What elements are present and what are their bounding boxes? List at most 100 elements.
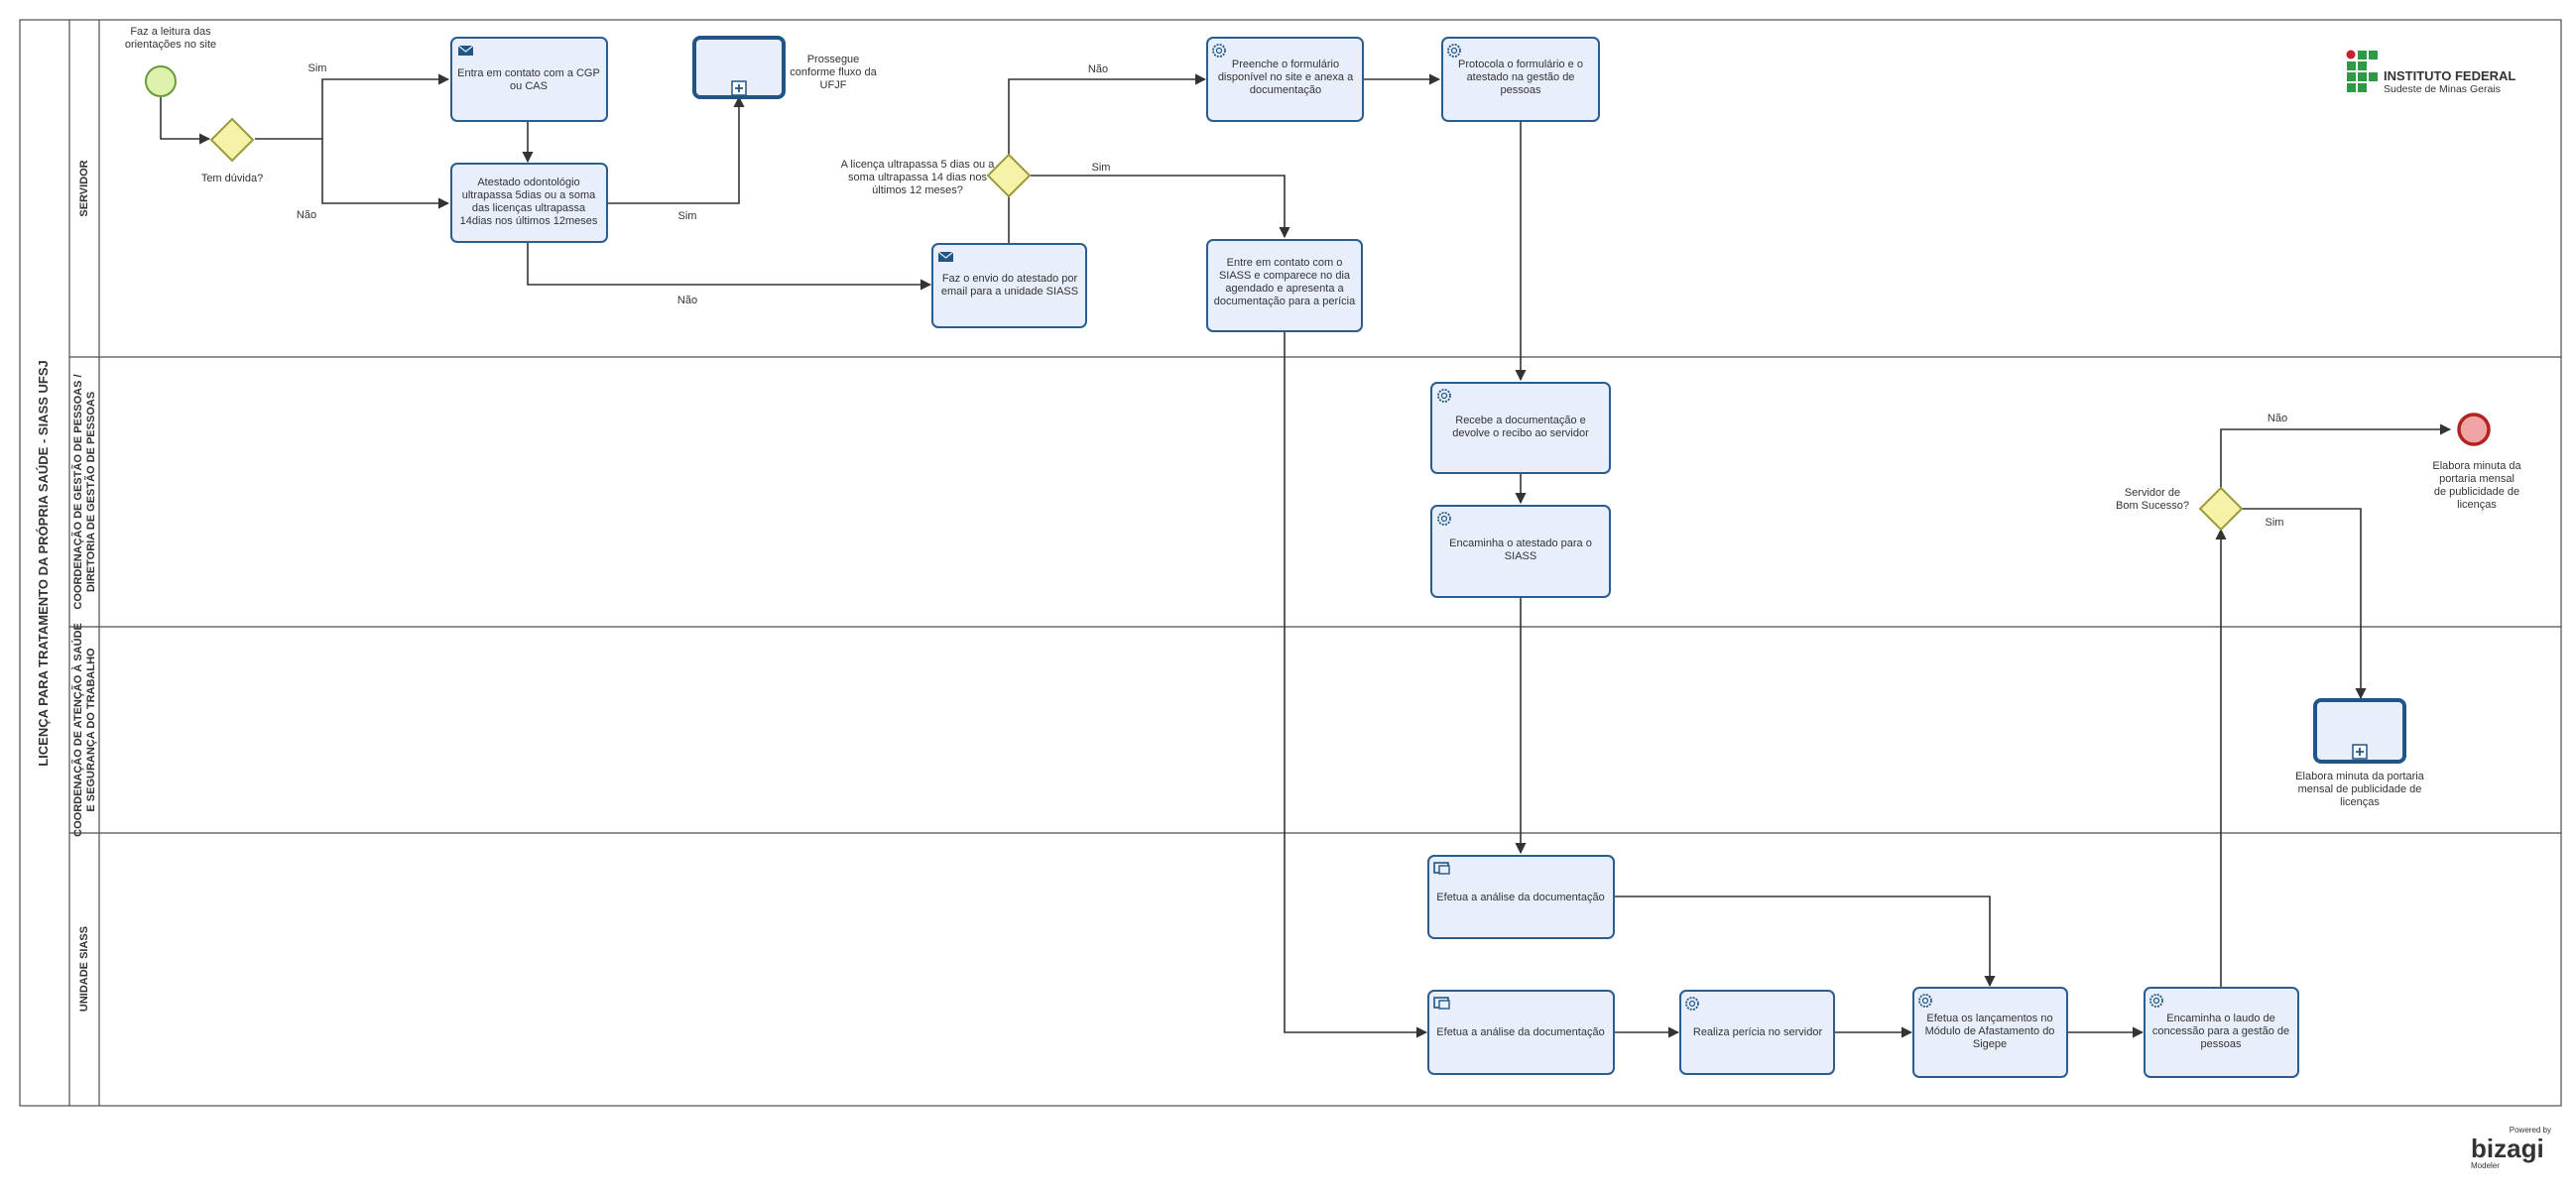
user-task-icon [1433, 997, 1450, 1010]
lane-unidade-siass: UNIDADE SIASS [78, 926, 90, 1012]
task-encaminha-laudo-label-line: pessoas [2201, 1038, 2242, 1050]
start-event [145, 65, 177, 97]
expand-subprocess-icon [731, 80, 747, 96]
envelope-icon [937, 251, 954, 262]
task-encaminha-atestado-label-line: Encaminha o atestado para o [1449, 538, 1592, 549]
institute-logo: INSTITUTO FEDERAL Sudeste de Minas Gerai… [2346, 50, 2515, 95]
task-realiza-pericia-label-line: Realiza perícia no servidor [1693, 1026, 1823, 1038]
task-realiza-pericia[interactable] [1679, 990, 1835, 1075]
bizagi-watermark: Powered by bizagi Modeler [2471, 1126, 2551, 1170]
task-envio-atestado-email[interactable] [931, 243, 1087, 328]
task-atestado-odontologico-label-line: Atestado odontológio [477, 177, 579, 188]
task-atestado-odontologico-label-line: ultrapassa 5dias ou a soma [462, 189, 596, 201]
task-protocola-formulario[interactable] [1441, 37, 1600, 122]
sequence-flows [160, 73, 2452, 1038]
gear-icon [1447, 44, 1461, 58]
flow-label-sim-2-line: Sim [678, 210, 697, 222]
lane-cast-line1: COORDENAÇÃO DE ATENÇÃO À SAÚDE [71, 623, 84, 837]
task-entre-contato-siass[interactable] [1206, 239, 1363, 332]
flow-label-sim-4: Sim [2266, 517, 2284, 529]
subprocess-prossegue-fluxo[interactable] [692, 36, 786, 99]
task-analise-1-label-line: Efetua a análise da documentação [1436, 892, 1604, 903]
logo-green-squares [2347, 51, 2378, 92]
subprocess-elabora-minuta-label-line: licenças [2340, 796, 2380, 808]
task-efetua-lancamentos-label-line: Sigepe [1973, 1038, 2007, 1050]
task-preenche-formulario[interactable] [1206, 37, 1364, 122]
end-event [2457, 413, 2491, 446]
flow-label-nao-4-line: Não [2268, 413, 2287, 424]
end-event-label-line: de publicidade de [2434, 486, 2519, 498]
gateway-licenca-label-line: últimos 12 meses? [872, 184, 963, 196]
task-protocola-formulario-label-line: pessoas [1501, 84, 1541, 96]
task-encaminha-laudo-label-line: Encaminha o laudo de [2166, 1013, 2274, 1024]
flow-label-sim-3: Sim [1092, 162, 1111, 174]
task-preenche-formulario-label-line: disponível no site e anexa a [1218, 71, 1354, 83]
task-recebe-documentacao[interactable] [1430, 382, 1611, 474]
end-event-label-line: licenças [2457, 499, 2497, 511]
task-encaminha-atestado[interactable] [1430, 505, 1611, 598]
pool-title: LICENÇA PARA TRATAMENTO DA PRÓPRIA SAÚDE… [36, 360, 51, 767]
gateway-tem-duvida-label-line: Tem dúvida? [201, 173, 263, 184]
gateway-tem-duvida [209, 117, 255, 163]
task-entra-contato-cgp-label-line: ou CAS [510, 80, 548, 92]
subprocess-elabora-minuta-label-line: Elabora minuta da portaria [2295, 771, 2425, 782]
logo-line2: Sudeste de Minas Gerais [2384, 83, 2501, 95]
end-event-label-line: Elabora minuta da [2432, 460, 2521, 472]
pool: LICENÇA PARA TRATAMENTO DA PRÓPRIA SAÚDE… [19, 19, 2562, 1107]
task-atestado-odontologico[interactable] [450, 163, 608, 243]
gear-icon [1685, 997, 1699, 1011]
user-task-icon [1433, 862, 1450, 875]
flow-label-nao-4: Não [2268, 413, 2287, 424]
flow-label-nao-2-line: Não [677, 295, 697, 306]
end-event-label-line: portaria mensal [2439, 473, 2515, 485]
task-efetua-lancamentos-label-line: Efetua os lançamentos no [1926, 1013, 2052, 1024]
lane-cgp-line2: DIRETORIA DE GESTÃO DE PESSOAS [84, 392, 97, 592]
gateway-bom-sucesso-label-line: Bom Sucesso? [2116, 500, 2189, 512]
lane-cast-line2: E SEGURANÇA DO TRABALHO [85, 648, 97, 812]
start-event-label-line: Faz a leitura das [130, 26, 211, 38]
task-efetua-lancamentos[interactable] [1912, 987, 2068, 1078]
gateway-licenca-label-line: A licença ultrapassa 5 dias ou a [841, 159, 996, 171]
task-analise-documentacao-1[interactable] [1427, 855, 1615, 939]
task-entre-contato-siass-label-line: Entre em contato com o [1227, 257, 1343, 269]
task-entra-contato-cgp-label-line: Entra em contato com a CGP [457, 67, 600, 79]
watermark-brand: bizagi [2471, 1134, 2544, 1163]
task-preenche-formulario-label-line: Preenche o formulário [1232, 59, 1339, 70]
task-encaminha-laudo[interactable] [2144, 987, 2299, 1078]
logo-red-dot [2346, 50, 2356, 60]
watermark-top: Powered by [2510, 1126, 2551, 1135]
task-entre-contato-siass-label-line: documentação para a perícia [1214, 296, 1356, 307]
start-event-label-line: orientações no site [125, 39, 216, 51]
task-analise-documentacao-2[interactable] [1427, 990, 1615, 1075]
subprocess-prossegue-label-line: UFJF [820, 79, 847, 91]
flow-label-nao-3: Não [1088, 63, 1108, 75]
subprocess-elabora-minuta[interactable] [2313, 698, 2406, 764]
task-atestado-odontologico-label-line: 14dias nos últimos 12meses [460, 215, 598, 227]
task-envio-atestado-email-label-line: Faz o envio do atestado por [942, 273, 1078, 285]
subprocess-prossegue-label-line: Prossegue [807, 54, 860, 65]
lane-servidor: SERVIDOR [78, 160, 90, 216]
gateway-licenca-label-line: soma ultrapassa 14 dias nos [848, 172, 988, 183]
gateway-tem-duvida-label: Tem dúvida? [201, 173, 263, 184]
task-encaminha-laudo-label-line: concessão para a gestão de [2152, 1025, 2289, 1037]
envelope-icon [457, 45, 474, 56]
subprocess-elabora-minuta-label-line: mensal de publicidade de [2298, 783, 2422, 795]
flow-label-sim-1: Sim [308, 62, 327, 74]
flow-label-nao-2: Não [677, 295, 697, 306]
task-entra-contato-cgp[interactable] [450, 37, 608, 122]
